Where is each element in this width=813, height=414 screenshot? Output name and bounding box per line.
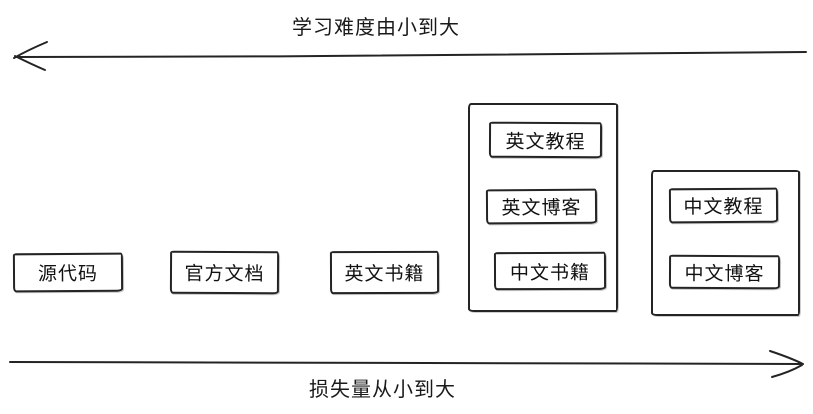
box-official-docs: 官方文档 [169,250,280,295]
box-chinese-blogs-label: 中文博客 [684,263,765,285]
group-english-resources: 英文教程 英文博客 中文书籍 [468,103,618,312]
box-chinese-tutorials-label: 中文教程 [683,196,764,219]
box-english-tutorials: 英文教程 [488,121,603,159]
group-chinese-resources: 中文教程 中文博客 [651,170,800,316]
box-english-blogs-label: 英文博客 [501,197,582,220]
arrow-left-icon [13,41,807,71]
box-chinese-blogs: 中文博客 [668,254,781,290]
top-axis-label: 学习难度由小到大 [292,17,460,39]
box-source-code-label: 源代码 [37,263,99,286]
box-english-books: 英文书籍 [329,250,440,295]
box-english-blogs: 英文博客 [485,188,598,225]
box-chinese-books: 中文书籍 [493,251,607,291]
bottom-axis-label: 损失量从小到大 [309,379,456,401]
box-english-books-label: 英文书籍 [344,263,425,286]
box-english-tutorials-label: 英文教程 [505,131,586,153]
box-source-code: 源代码 [12,252,124,293]
box-chinese-books-label: 中文书籍 [509,262,591,284]
box-chinese-tutorials: 中文教程 [668,187,779,224]
box-official-docs-label: 官方文档 [184,263,265,286]
